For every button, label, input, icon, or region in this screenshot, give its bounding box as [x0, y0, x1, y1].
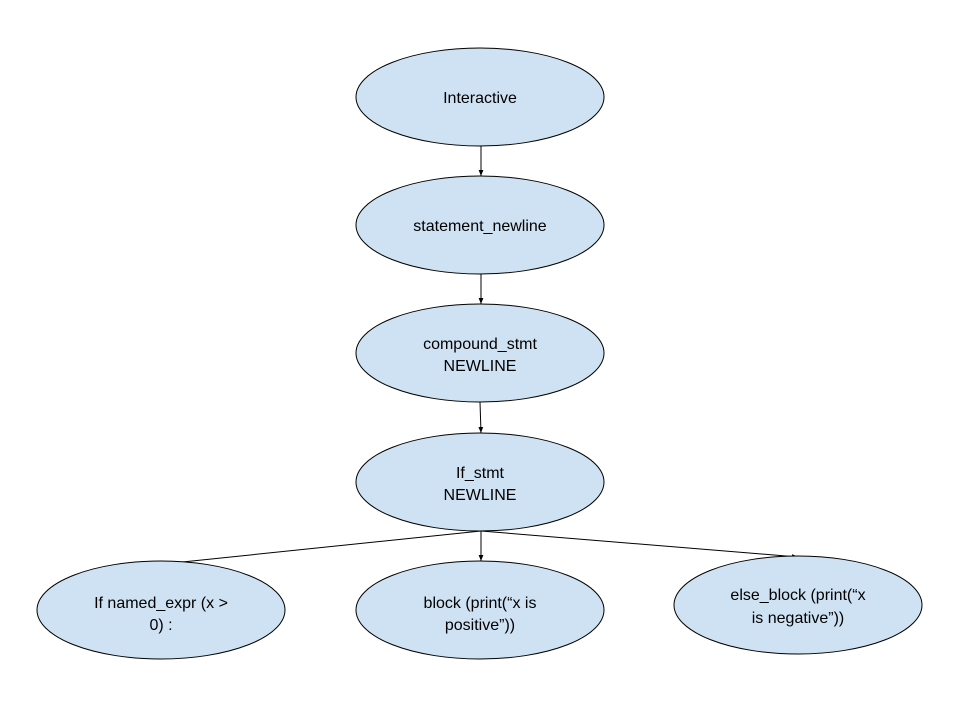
node-label-line-2: NEWLINE — [444, 487, 517, 504]
edge-if-stmt-to-if-named-expr — [162, 530, 482, 566]
node-label-line-2: 0) : — [149, 617, 172, 634]
node-label-line-1: block (print(“x is — [424, 595, 537, 612]
edge-compound-stmt-to-if-stmt — [478, 401, 484, 434]
node-interactive: Interactive — [355, 47, 605, 147]
node-label-line-1: If named_expr (x > — [94, 595, 228, 612]
node-label-line-1: else_block (print(“x — [730, 587, 865, 604]
node-label: Interactive — [443, 90, 517, 107]
node-label-line-1: compound_stmt — [423, 336, 537, 353]
node-block: block (print(“x is positive”)) — [355, 560, 605, 660]
node-label-line-2: NEWLINE — [444, 358, 517, 375]
node-label-line-2: positive”)) — [445, 617, 515, 634]
edge-if-stmt-to-else-block — [480, 530, 799, 559]
node-compound-stmt: compound_stmt NEWLINE — [355, 303, 605, 403]
node-label-line-2: is negative”)) — [752, 610, 844, 627]
node-else-block: else_block (print(“x is negative”)) — [673, 555, 923, 655]
node-label: statement_newline — [413, 218, 547, 235]
node-statement-newline: statement_newline — [355, 175, 605, 275]
node-if-stmt: If_stmt NEWLINE — [355, 432, 605, 532]
node-label-line-1: If_stmt — [456, 465, 505, 482]
node-if-named-expr: If named_expr (x > 0) : — [36, 560, 286, 660]
